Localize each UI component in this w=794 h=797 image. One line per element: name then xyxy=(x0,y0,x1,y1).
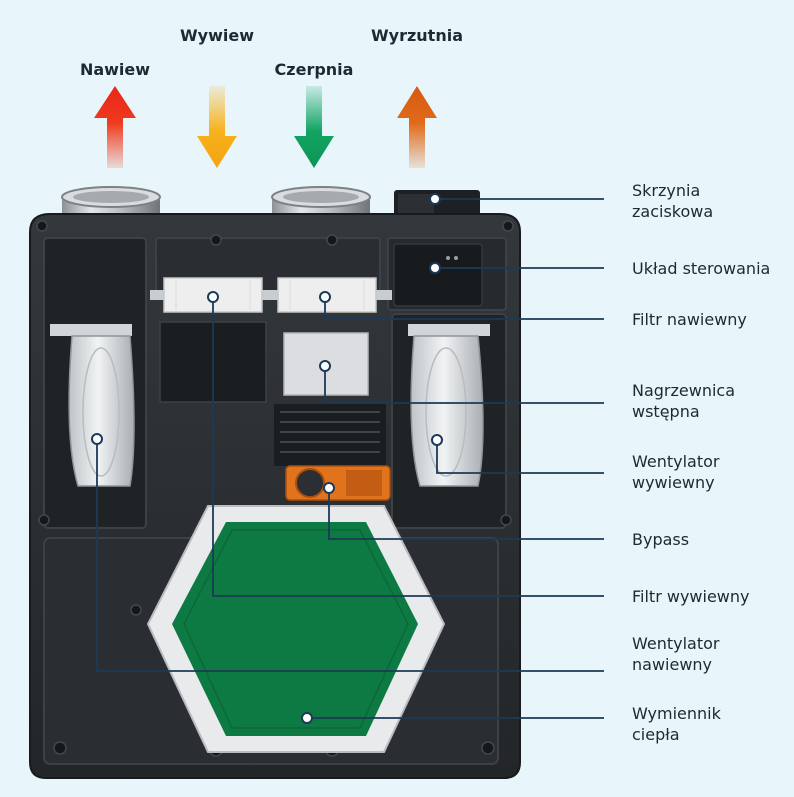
label-supply-filter-line1: Filtr nawiewny xyxy=(632,310,747,329)
label-bypass: Bypass xyxy=(632,529,689,550)
airflow-label-czerpnia: Czerpnia xyxy=(274,60,354,79)
extract-fan-unit xyxy=(408,324,490,487)
marker-terminal-box xyxy=(429,193,441,205)
label-heat-exchanger-line1: Wymiennik xyxy=(632,704,721,723)
label-terminal-box-line2: zaciskowa xyxy=(632,202,714,221)
label-bypass-line1: Bypass xyxy=(632,530,690,549)
marker-control-unit xyxy=(429,262,441,274)
duct-spigots xyxy=(61,186,480,220)
label-preheater-line1: Nagrzewnica xyxy=(632,381,736,400)
airflow-label-wyrzutnia: Wyrzutnia xyxy=(371,26,463,45)
label-supply-fan: Wentylator nawiewny xyxy=(632,633,720,675)
marker-supply-filter xyxy=(319,291,331,303)
label-preheater: Nagrzewnica wstępna xyxy=(632,380,735,422)
label-control-unit-line1: Układ sterowania xyxy=(632,259,771,278)
label-supply-filter: Filtr nawiewny xyxy=(632,309,747,330)
preheater-fins xyxy=(280,411,380,453)
label-supply-fan-line1: Wentylator xyxy=(632,634,720,653)
supply-spigot xyxy=(61,186,161,218)
terminal-box-housing xyxy=(394,190,480,220)
leader-supply-fan xyxy=(96,439,604,672)
leader-markers xyxy=(91,193,443,724)
label-extract-fan-line1: Wentylator xyxy=(632,452,720,471)
bypass-damper xyxy=(285,465,391,501)
marker-bypass xyxy=(323,482,335,494)
label-preheater-line2: wstępna xyxy=(632,402,700,421)
leader-bypass xyxy=(328,488,604,540)
leader-supply-filter xyxy=(324,297,604,320)
marker-preheater xyxy=(319,360,331,372)
label-extract-filter: Filtr wywiewny xyxy=(632,586,750,607)
airflow-label-nawiew: Nawiew xyxy=(79,60,151,79)
leader-lines xyxy=(96,198,604,719)
label-terminal-box: Skrzynia zaciskowa xyxy=(632,180,713,222)
marker-extract-filter xyxy=(207,291,219,303)
nawiew-arrow xyxy=(94,86,136,168)
czerpnia-arrow xyxy=(294,86,334,168)
leader-preheater xyxy=(324,366,604,404)
airflow-arrows xyxy=(94,86,437,168)
label-heat-exchanger: Wymiennik ciepła xyxy=(632,703,721,745)
marker-heat-exchanger xyxy=(301,712,313,724)
label-extract-filter-line1: Filtr wywiewny xyxy=(632,587,750,606)
marker-supply-fan xyxy=(91,433,103,445)
wywiew-arrow xyxy=(197,86,237,168)
label-heat-exchanger-line2: ciepła xyxy=(632,725,680,744)
leader-extract-fan xyxy=(436,440,604,474)
label-extract-fan: Wentylator wywiewny xyxy=(632,451,720,493)
intake-spigot xyxy=(271,186,371,218)
airflow-label-wywiew: Wywiew xyxy=(180,26,254,45)
label-supply-fan-line2: nawiewny xyxy=(632,655,713,674)
label-extract-fan-line2: wywiewny xyxy=(632,473,715,492)
marker-extract-fan xyxy=(431,434,443,446)
label-control-unit: Układ sterowania xyxy=(632,258,770,279)
supply-fan-unit xyxy=(50,324,135,487)
label-terminal-box-line1: Skrzynia xyxy=(632,181,701,200)
control-unit-box xyxy=(393,243,483,307)
wyrzutnia-arrow xyxy=(397,86,437,168)
leader-extract-filter xyxy=(212,297,604,597)
heat-exchanger-core xyxy=(146,505,446,753)
